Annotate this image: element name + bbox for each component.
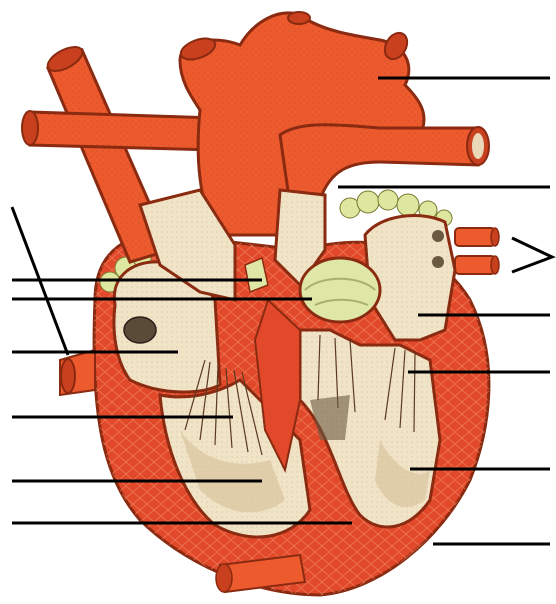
aortic-valve xyxy=(300,258,380,322)
pulmonary-veins xyxy=(455,228,499,274)
pulmonary-artery-left-branch xyxy=(22,111,215,150)
pulmonary-veins-bracket xyxy=(512,238,552,272)
inferior-vena-cava xyxy=(60,350,95,395)
